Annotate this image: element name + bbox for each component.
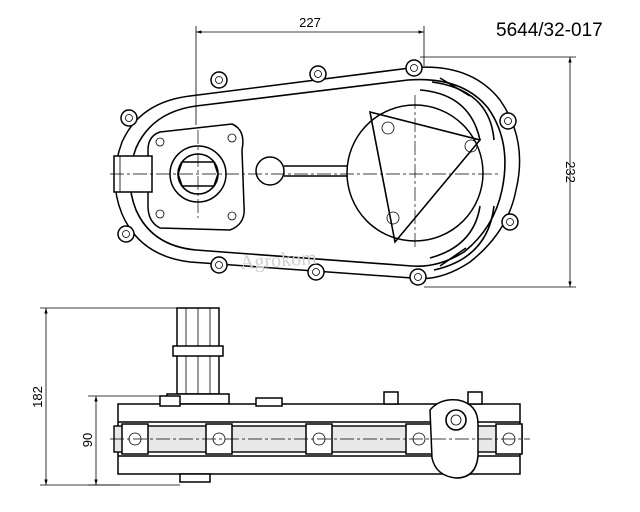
- center-plug: [255, 156, 285, 186]
- dim-label-227: 227: [299, 15, 321, 30]
- dim-side-body: 90: [80, 395, 170, 486]
- mounting-lugs: [117, 59, 519, 286]
- dim-label-90: 90: [80, 433, 95, 447]
- watermark: Agrokom: [239, 247, 317, 274]
- dim-top-width: 227: [195, 15, 425, 125]
- dim-label-182: 182: [30, 386, 45, 408]
- dim-label-232: 232: [563, 161, 578, 183]
- side-view: [110, 307, 530, 483]
- top-view: [110, 59, 521, 286]
- part-number: 5644/32-017: [496, 20, 603, 41]
- dim-top-height: 232: [420, 56, 578, 288]
